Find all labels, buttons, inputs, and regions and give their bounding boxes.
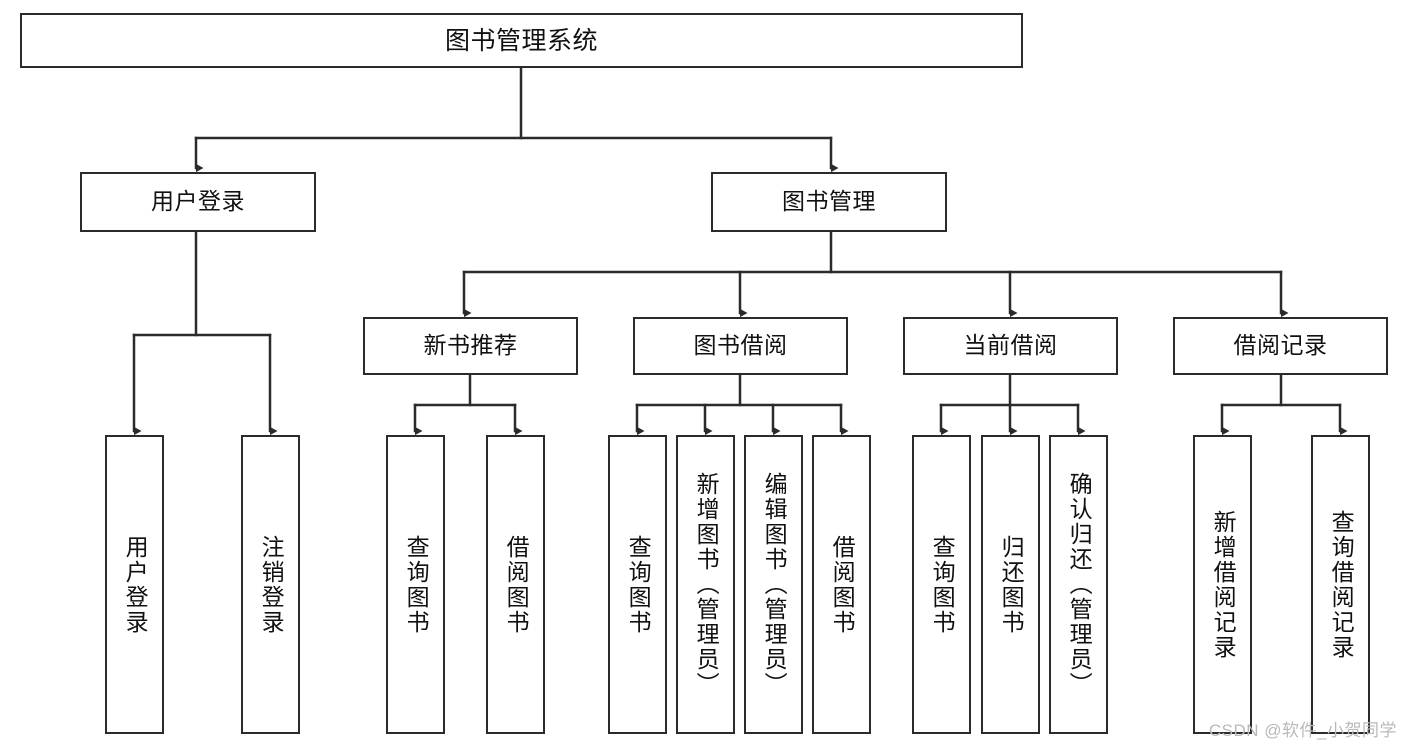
node-leaf-query-book-2[interactable]: 查询图书 — [608, 435, 667, 734]
node-root[interactable]: 图书管理系统 — [20, 13, 1023, 68]
node-leaf-query-record-label: 查询借阅记录 — [1328, 509, 1355, 660]
node-book-management[interactable]: 图书管理 — [711, 172, 947, 232]
node-borrow-record[interactable]: 借阅记录 — [1173, 317, 1388, 375]
node-user-login-label: 用户登录 — [151, 188, 245, 215]
node-leaf-query-book-3[interactable]: 查询图书 — [912, 435, 971, 734]
node-leaf-query-book-1[interactable]: 查询图书 — [386, 435, 445, 734]
node-leaf-user-login[interactable]: 用户登录 — [105, 435, 164, 734]
csdn-watermark: CSDN @软件_小贺同学 — [1208, 721, 1397, 740]
node-leaf-add-book[interactable]: 新增图书（管理员） — [676, 435, 735, 734]
node-leaf-confirm-return[interactable]: 确认归还（管理员） — [1049, 435, 1108, 734]
node-leaf-confirm-return-label: 确认归还（管理员） — [1066, 472, 1093, 697]
node-book-borrow[interactable]: 图书借阅 — [633, 317, 848, 375]
node-leaf-query-book-2-label: 查询图书 — [625, 534, 652, 635]
node-leaf-add-record[interactable]: 新增借阅记录 — [1193, 435, 1252, 734]
node-leaf-user-login-label: 用户登录 — [122, 534, 149, 635]
node-current-borrow[interactable]: 当前借阅 — [903, 317, 1118, 375]
node-leaf-borrow-book-1[interactable]: 借阅图书 — [486, 435, 545, 734]
node-leaf-borrow-book-1-label: 借阅图书 — [503, 534, 530, 635]
node-leaf-edit-book-label: 编辑图书（管理员） — [761, 472, 788, 697]
node-root-label: 图书管理系统 — [444, 26, 598, 55]
node-current-borrow-label: 当前借阅 — [963, 332, 1058, 359]
node-leaf-logout-login-label: 注销登录 — [258, 534, 285, 635]
node-leaf-borrow-book-2[interactable]: 借阅图书 — [812, 435, 871, 734]
node-leaf-return-book-label: 归还图书 — [998, 534, 1025, 635]
node-book-management-label: 图书管理 — [782, 188, 876, 215]
node-user-login[interactable]: 用户登录 — [80, 172, 316, 232]
node-book-borrow-label: 图书借阅 — [693, 332, 788, 359]
node-leaf-add-record-label: 新增借阅记录 — [1210, 509, 1237, 660]
node-leaf-borrow-book-2-label: 借阅图书 — [829, 534, 856, 635]
node-leaf-query-book-1-label: 查询图书 — [403, 534, 430, 635]
node-leaf-query-book-3-label: 查询图书 — [929, 534, 956, 635]
node-leaf-logout-login[interactable]: 注销登录 — [241, 435, 300, 734]
node-leaf-add-book-label: 新增图书（管理员） — [693, 472, 720, 697]
node-new-book-recommend[interactable]: 新书推荐 — [363, 317, 578, 375]
node-leaf-query-record[interactable]: 查询借阅记录 — [1311, 435, 1370, 734]
node-leaf-return-book[interactable]: 归还图书 — [981, 435, 1040, 734]
node-new-book-recommend-label: 新书推荐 — [423, 332, 518, 359]
node-borrow-record-label: 借阅记录 — [1233, 332, 1328, 359]
node-leaf-edit-book[interactable]: 编辑图书（管理员） — [744, 435, 803, 734]
